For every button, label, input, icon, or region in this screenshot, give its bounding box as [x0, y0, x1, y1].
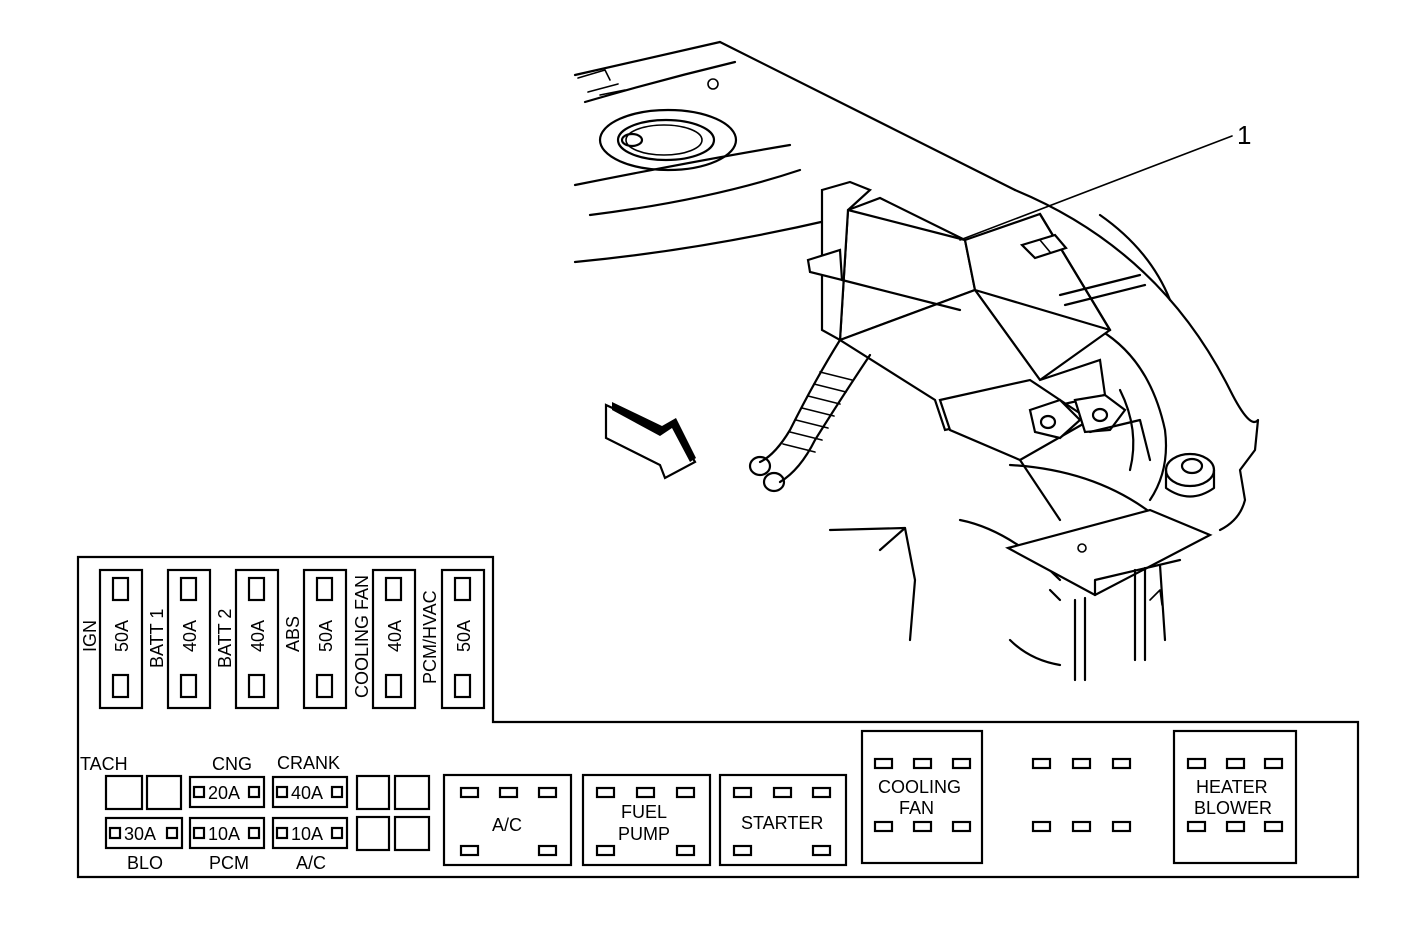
relay-label: STARTER [741, 813, 823, 833]
mini-fuse-rating: 10A [208, 824, 240, 844]
maxi-fuse-rating: 50A [316, 620, 336, 652]
relay-label: BLOWER [1194, 798, 1272, 818]
wire-harness [748, 338, 872, 493]
mini-fuse-area: TACH CNG 20A CRANK 40A [80, 753, 431, 873]
empty-fuse-slot [355, 774, 391, 811]
relay-fuel-pump: FUEL PUMP [581, 773, 712, 867]
cng-label: CNG [212, 754, 252, 774]
callout-number: 1 [1237, 120, 1251, 150]
maxi-fuse-name: BATT 1 [147, 609, 167, 668]
mini-fuse-blo: 30A [104, 816, 184, 850]
maxi-fuse-pcm-hvac: PCM/HVAC 50A [420, 568, 486, 710]
relay-cooling-fan: COOLING FAN [860, 729, 984, 865]
relay-heater-blower: HEATER BLOWER [1172, 729, 1298, 865]
maxi-fuse-name: PCM/HVAC [420, 590, 440, 684]
view-arrow-icon [604, 402, 697, 480]
empty-fuse-slot [393, 815, 431, 852]
empty-fuse-slot [393, 774, 431, 811]
maxi-fuse-ign: IGN 50A [80, 568, 144, 710]
ac-label: A/C [296, 853, 326, 873]
relay-label: HEATER [1196, 777, 1268, 797]
maxi-fuse-name: ABS [283, 616, 303, 652]
relay-label: A/C [492, 815, 522, 835]
engine-compartment-illustration: 1 [573, 40, 1260, 682]
maxi-fuse-name: IGN [80, 620, 100, 652]
maxi-fuse-rating: 40A [248, 620, 268, 652]
maxi-fuse-batt1: BATT 1 40A [147, 568, 212, 710]
relay-ac: A/C [442, 773, 573, 867]
fuse-block-detail: IGN 50A BATT 1 40A BATT 2 40A ABS 50A [76, 555, 1360, 879]
maxi-fuse-name: COOLING FAN [352, 575, 372, 698]
relay-label: COOLING [878, 777, 961, 797]
mini-fuse-rating: 10A [291, 824, 323, 844]
maxi-fuse-abs: ABS 50A [283, 568, 348, 710]
relay-starter: STARTER [718, 773, 848, 867]
maxi-fuse-rating: 40A [180, 620, 200, 652]
mini-fuse-crank: 40A [271, 775, 349, 809]
strut-tower [598, 108, 738, 172]
mini-fuse-rating: 30A [124, 824, 156, 844]
empty-fuse-slot [145, 774, 183, 811]
mini-fuse-rating: 40A [291, 783, 323, 803]
relay-label: PUMP [618, 824, 670, 844]
empty-fuse-slot [104, 774, 144, 811]
maxi-fuse-cooling-fan: COOLING FAN 40A [352, 568, 417, 710]
mini-fuse-cng: 20A [188, 775, 266, 809]
mini-fuse-rating: 20A [208, 783, 240, 803]
crank-label: CRANK [277, 753, 340, 773]
maxi-fuse-rating: 50A [112, 620, 132, 652]
blo-label: BLO [127, 853, 163, 873]
relay-label: FAN [899, 798, 934, 818]
relay-label: FUEL [621, 802, 667, 822]
maxi-fuse-rating: 50A [454, 620, 474, 652]
maxi-fuse-batt2: BATT 2 40A [215, 568, 280, 710]
tach-label: TACH [80, 754, 128, 774]
relay-empty-slot [1031, 757, 1132, 833]
pcm-label: PCM [209, 853, 249, 873]
maxi-fuse-rating: 40A [385, 620, 405, 652]
mini-fuse-ac: 10A [271, 816, 349, 850]
empty-fuse-slot [355, 815, 391, 852]
maxi-fuse-name: BATT 2 [215, 609, 235, 668]
underhood-fuse-box [806, 180, 1152, 522]
mini-fuse-pcm: 10A [188, 816, 266, 850]
